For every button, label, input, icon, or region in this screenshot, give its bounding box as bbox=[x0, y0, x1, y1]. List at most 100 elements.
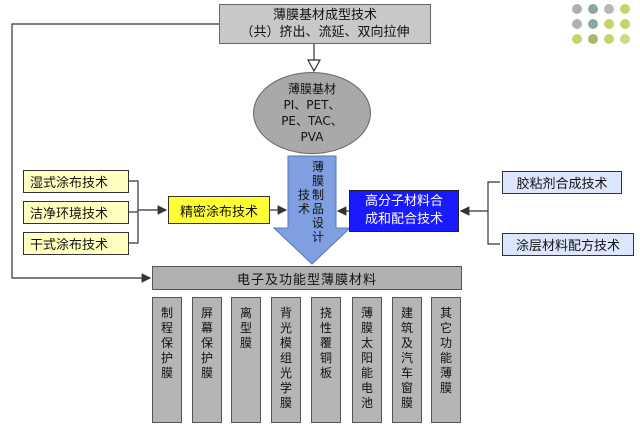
product-char: 电 bbox=[360, 381, 373, 395]
product-char: 光 bbox=[279, 321, 292, 335]
product-char: 保 bbox=[200, 336, 213, 350]
product-char: 汽 bbox=[400, 351, 413, 365]
product-char: 离 bbox=[239, 306, 252, 320]
arrow-label: 薄 膜 制 品 设 计 技 术 bbox=[289, 160, 333, 256]
arrow-char: 计 bbox=[312, 230, 325, 244]
coating-formula-tech-box: 涂层材料配方技术 bbox=[502, 233, 634, 256]
decor-dot bbox=[588, 4, 598, 14]
product-char: 它 bbox=[439, 321, 452, 335]
product-char: 能 bbox=[360, 366, 373, 380]
product-char: 型 bbox=[239, 321, 252, 335]
decor-dot bbox=[604, 19, 614, 29]
film-substrate-ellipse: 薄膜基材 PI、PET、 PE、TAC、 PVA bbox=[253, 72, 371, 154]
product-char: 挠 bbox=[319, 306, 332, 320]
product-char: 膜 bbox=[160, 366, 173, 380]
product-char: 覆 bbox=[319, 336, 332, 350]
arrow-label-col1: 薄 膜 制 品 设 计 bbox=[312, 160, 324, 256]
product-char: 护 bbox=[200, 351, 213, 365]
ellipse-line3: PE、TAC、 bbox=[281, 114, 343, 128]
product-char: 护 bbox=[160, 351, 173, 365]
product-char: 能 bbox=[439, 351, 452, 365]
product-column: 其它功能薄膜 bbox=[431, 297, 461, 423]
arrow-char: 术 bbox=[297, 202, 310, 216]
arrow-char: 薄 bbox=[312, 160, 325, 174]
arrow-char: 设 bbox=[312, 216, 325, 230]
clean-environment-tech-box: 洁净环境技术 bbox=[23, 201, 129, 224]
product-char: 性 bbox=[319, 321, 332, 335]
product-char: 背 bbox=[279, 306, 292, 320]
product-char: 阳 bbox=[360, 351, 373, 365]
blue-main-line1: 高分子材料合 bbox=[364, 194, 443, 209]
product-char: 膜 bbox=[239, 336, 252, 350]
product-char: 功 bbox=[439, 336, 452, 350]
product-char: 膜 bbox=[279, 396, 292, 410]
adhesive-synthesis-tech-box: 胶粘剂合成技术 bbox=[502, 171, 622, 194]
blue-main-line2: 成和配合技术 bbox=[364, 212, 443, 227]
product-column-text: 背光模组光学膜 bbox=[280, 306, 292, 411]
decor-dot bbox=[572, 19, 582, 29]
decor-dot bbox=[604, 4, 614, 14]
product-char: 建 bbox=[400, 306, 413, 320]
decor-dot bbox=[620, 19, 630, 29]
product-column: 屏幕保护膜 bbox=[192, 297, 222, 423]
arrow-label-col2: 技 术 bbox=[298, 160, 310, 256]
ellipse-line4: PVA bbox=[300, 130, 324, 144]
precision-coating-tech-box: 精密涂布技术 bbox=[168, 196, 270, 224]
wet-coating-tech-box: 湿式涂布技术 bbox=[23, 170, 129, 193]
electronic-functional-film-bar: 电子及功能型薄膜材料 bbox=[152, 266, 462, 290]
product-column-text: 挠性覆铜板 bbox=[320, 306, 332, 381]
decor-dot bbox=[604, 34, 614, 44]
product-char: 板 bbox=[319, 366, 332, 380]
film-substrate-forming-tech-box: 薄膜基材成型技术 （共）挤出、流延、双向拉伸 bbox=[219, 4, 431, 44]
decor-dot bbox=[588, 34, 598, 44]
product-column: 背光模组光学膜 bbox=[271, 297, 301, 423]
product-column-text: 离型膜 bbox=[240, 306, 252, 351]
product-char: 薄 bbox=[439, 366, 452, 380]
product-char: 膜 bbox=[439, 381, 452, 395]
product-char: 学 bbox=[279, 381, 292, 395]
product-column: 薄膜太阳能电池 bbox=[352, 297, 382, 423]
product-column: 建筑及汽车窗膜 bbox=[392, 297, 422, 423]
arrow-char: 膜 bbox=[312, 174, 325, 188]
decor-dot bbox=[620, 4, 630, 14]
ellipse-line1: 薄膜基材 bbox=[287, 82, 336, 96]
product-char: 膜 bbox=[400, 396, 413, 410]
top-box-line2: （共）挤出、流延、双向拉伸 bbox=[240, 25, 410, 40]
arrow-char: 品 bbox=[312, 202, 325, 216]
product-char: 筑 bbox=[400, 321, 413, 335]
decor-dot bbox=[588, 19, 598, 29]
product-char: 窗 bbox=[400, 381, 413, 395]
product-column-text: 屏幕保护膜 bbox=[201, 306, 213, 381]
product-char: 制 bbox=[160, 306, 173, 320]
product-column-text: 其它功能薄膜 bbox=[440, 306, 452, 396]
product-char: 铜 bbox=[319, 351, 332, 365]
product-char: 屏 bbox=[200, 306, 213, 320]
product-char: 其 bbox=[439, 306, 452, 320]
product-column-text: 薄膜太阳能电池 bbox=[361, 306, 373, 411]
product-char: 膜 bbox=[360, 321, 373, 335]
product-char: 薄 bbox=[360, 306, 373, 320]
arrow-char: 制 bbox=[312, 188, 325, 202]
product-char: 太 bbox=[360, 336, 373, 350]
product-column-text: 制程保护膜 bbox=[161, 306, 173, 381]
product-char: 模 bbox=[279, 336, 292, 350]
product-char: 池 bbox=[360, 396, 373, 410]
arrow-char: 技 bbox=[297, 188, 310, 202]
decor-dot bbox=[572, 4, 582, 14]
top-box-line1: 薄膜基材成型技术 bbox=[272, 8, 377, 23]
product-char: 幕 bbox=[200, 321, 213, 335]
product-char: 及 bbox=[400, 336, 413, 350]
polymer-synthesis-tech-box: 高分子材料合 成和配合技术 bbox=[349, 190, 459, 232]
decor-dot bbox=[572, 34, 582, 44]
product-char: 保 bbox=[160, 336, 173, 350]
decor-dot bbox=[620, 34, 630, 44]
product-column-text: 建筑及汽车窗膜 bbox=[401, 306, 413, 411]
product-char: 车 bbox=[400, 366, 413, 380]
ellipse-line2: PI、PET、 bbox=[283, 98, 341, 112]
product-column: 制程保护膜 bbox=[152, 297, 182, 423]
product-char: 膜 bbox=[200, 366, 213, 380]
dry-coating-tech-box: 干式涂布技术 bbox=[23, 232, 129, 255]
product-char: 光 bbox=[279, 366, 292, 380]
product-column: 挠性覆铜板 bbox=[311, 297, 341, 423]
